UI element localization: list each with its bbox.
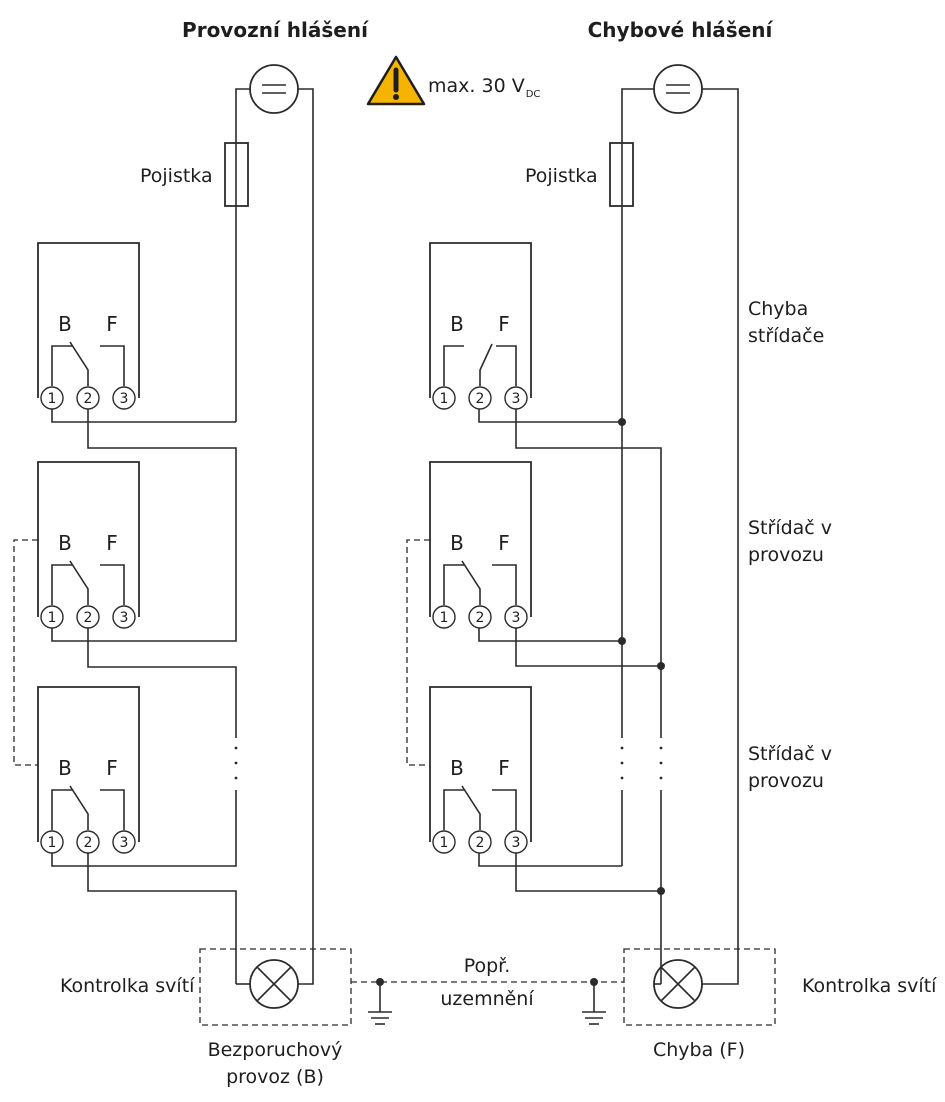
fuse-label-left: Pojistka: [140, 165, 213, 187]
relay-terminal-number: 1: [440, 391, 449, 407]
lamp-label-right: Kontrolka svítí: [802, 975, 937, 997]
relay-contact-b-label: B: [450, 312, 464, 336]
relay-terminal-icon: [40, 830, 64, 854]
relay-block: B F 1 2 3: [37, 686, 140, 854]
title-operation-message: Provozní hlášení: [182, 18, 369, 42]
lamp-icon: [249, 959, 299, 1009]
relay-terminal-number: 3: [120, 835, 129, 851]
title-error-message: Chybové hlášení: [588, 18, 774, 42]
relay-terminal-icon: [112, 605, 136, 629]
relay-terminal-number: 1: [440, 835, 449, 851]
inverter-running-label-a-line1: Střídač v: [748, 517, 832, 539]
relay-contact-b-label: B: [58, 531, 72, 555]
ground-icon: [368, 982, 392, 1025]
relay-terminal-number: 2: [476, 835, 485, 851]
relay-terminal-icon: [40, 605, 64, 629]
relay-terminal-number: 2: [476, 391, 485, 407]
relay-terminal-icon: [468, 605, 492, 629]
relay-terminal-number: 1: [440, 610, 449, 626]
relay-block: B F 1 2 3: [37, 461, 140, 629]
fuse-label-right: Pojistka: [525, 165, 598, 187]
ground-icon: [582, 982, 606, 1025]
left-circuit: [13, 64, 352, 1026]
status-label-right: Chyba (F): [653, 1039, 745, 1061]
relay-terminal-number: 1: [48, 391, 57, 407]
relay-terminal-number: 3: [512, 835, 521, 851]
relay-terminal-icon: [504, 605, 528, 629]
relay-contact-f-label: F: [498, 312, 510, 336]
relay-terminal-icon: [504, 386, 528, 410]
voltage-limit-label: max. 30 VDC: [428, 75, 540, 100]
relay-contact-f-label: F: [498, 531, 510, 555]
relay-terminal-icon: [76, 830, 100, 854]
relay-contact-b-label: B: [450, 756, 464, 780]
relay-terminal-number: 3: [120, 391, 129, 407]
relay-terminal-icon: [468, 386, 492, 410]
relay-terminal-icon: [468, 830, 492, 854]
relay-terminal-number: 2: [84, 391, 93, 407]
relay-terminal-icon: [112, 386, 136, 410]
relay-terminal-number: 3: [120, 610, 129, 626]
inverter-error-label-line1: Chyba: [748, 298, 808, 320]
relay-terminal-icon: [432, 605, 456, 629]
relay-terminal-icon: [432, 830, 456, 854]
inverter-running-label-b-line1: Střídač v: [748, 743, 832, 765]
grounding-label-line2: uzemnění: [440, 988, 534, 1010]
inverter-error-label-line2: střídače: [748, 325, 824, 347]
relay-terminal-number: 2: [84, 835, 93, 851]
relay-terminal-number: 1: [48, 610, 57, 626]
status-label-left-line2: provoz (B): [226, 1066, 324, 1088]
relay-contact-b-label: B: [450, 531, 464, 555]
relay-terminal-number: 3: [512, 391, 521, 407]
relay-terminal-icon: [76, 605, 100, 629]
relay-contact-b-label: B: [58, 756, 72, 780]
relay-contact-f-label: F: [106, 756, 118, 780]
relay-block: B F 1 2 3: [429, 461, 532, 629]
inverter-running-label-b-line2: provozu: [748, 770, 824, 792]
lamp-label-left: Kontrolka svítí: [60, 975, 195, 997]
inverter-running-label-a-line2: provozu: [748, 544, 824, 566]
warning-triangle-icon: [366, 55, 426, 106]
grounding: [351, 978, 624, 1025]
relay-terminal-icon: [40, 386, 64, 410]
relay-terminal-icon: [112, 830, 136, 854]
relay-contact-b-label: B: [58, 312, 72, 336]
relay-contact-f-label: F: [106, 531, 118, 555]
dc-source-icon: [653, 64, 703, 114]
relay-terminal-number: 1: [48, 835, 57, 851]
relay-block: B F 1 2 3: [37, 242, 140, 410]
relay-terminal-number: 2: [84, 610, 93, 626]
relay-terminal-number: 2: [476, 610, 485, 626]
right-circuit: [406, 64, 776, 1026]
relay-contact-f-label: F: [106, 312, 118, 336]
grounding-label-line1: Popř.: [464, 955, 511, 977]
relay-block: B F 1 2 3: [429, 242, 532, 410]
dc-source-icon: [249, 64, 299, 114]
relay-terminal-number: 3: [512, 610, 521, 626]
status-label-left-line1: Bezporuchový: [208, 1039, 343, 1061]
relay-terminal-icon: [504, 830, 528, 854]
relay-contact-f-label: F: [498, 756, 510, 780]
relay-terminal-icon: [432, 386, 456, 410]
relay-terminal-icon: [76, 386, 100, 410]
lamp-icon: [653, 959, 703, 1009]
relay-block: B F 1 2 3: [429, 686, 532, 854]
